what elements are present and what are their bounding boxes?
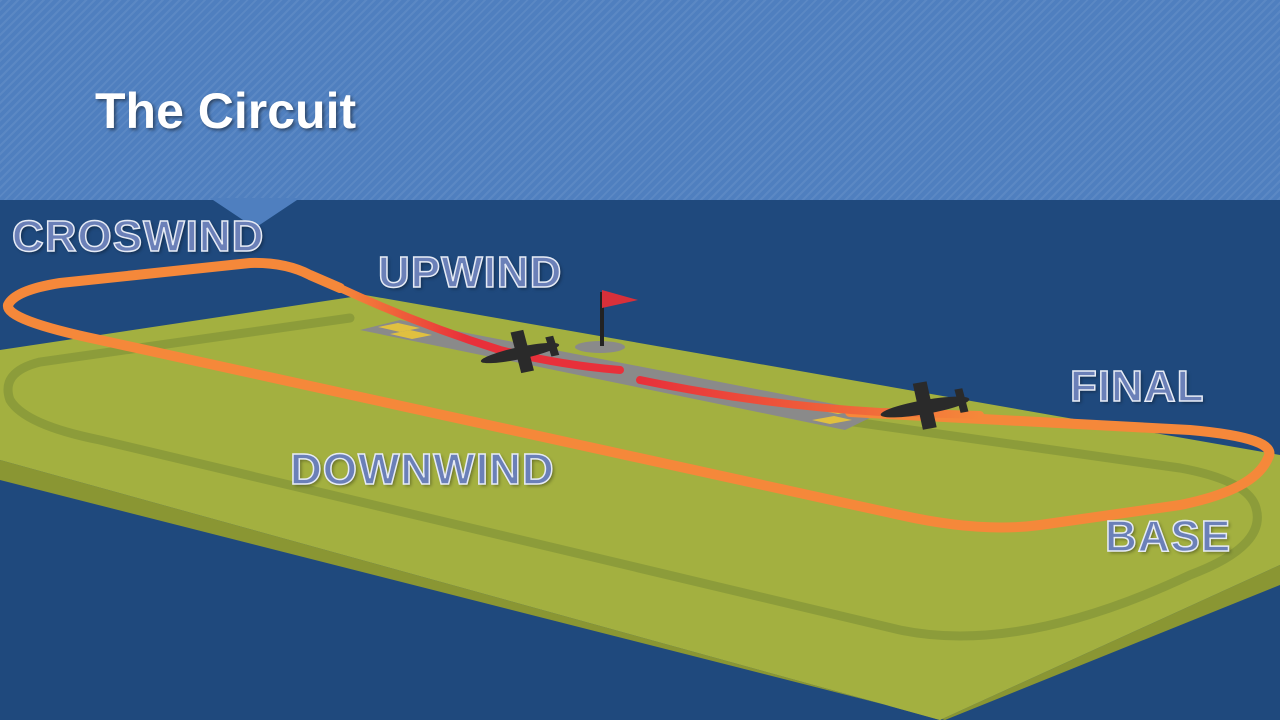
downwind-leg-label: DOWNWIND [289,444,555,495]
runway-threshold-upwind [378,323,432,339]
airplane-final-icon [880,381,970,430]
final-leg-label: FINAL [1069,361,1205,412]
airplane-upwind-icon [480,329,560,374]
crosswind-leg-label: CROSWIND [11,211,265,262]
base-leg-label: BASE [1104,511,1232,562]
upwind-flight-path [336,284,624,374]
final-flight-path [636,376,984,419]
windsock-flag-icon [602,290,638,308]
upwind-leg-label: UPWIND [377,247,563,298]
circuit-path [3,257,1275,533]
header-notch [210,198,300,228]
windsock-base [575,341,625,353]
header-band [0,0,1280,200]
slide-title: The Circuit [95,83,357,139]
taxiway-loop [3,313,1262,641]
